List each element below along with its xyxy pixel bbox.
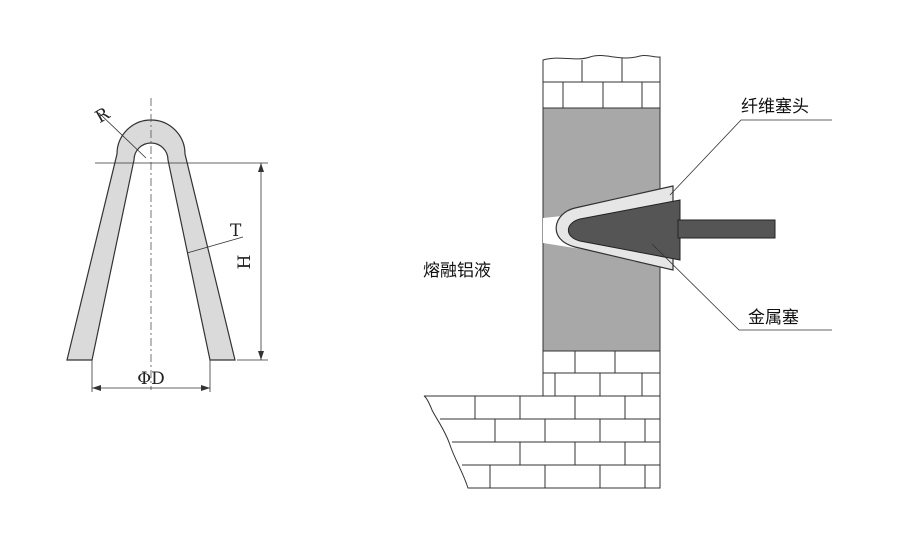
molten-aluminum-label: 熔融铝液	[423, 261, 491, 281]
furnace-installation-drawing: 纤维塞头 金属塞 熔融铝液	[423, 54, 832, 489]
radius-leader-line	[98, 112, 147, 159]
diameter-arrow-right	[201, 385, 210, 391]
plug-dimension-drawing: H R T ΦD	[66, 98, 268, 392]
thickness-leader-line	[186, 236, 244, 254]
thickness-label: T	[230, 221, 242, 241]
metal-plug-label: 金属塞	[748, 308, 799, 328]
lower-brick-base	[423, 350, 661, 489]
height-arrow-bottom	[258, 351, 264, 360]
fiber-plug-leader	[669, 119, 832, 196]
diameter-label: ΦD	[137, 369, 165, 389]
metal-plug-leader	[651, 243, 832, 331]
diameter-arrow-left	[92, 385, 101, 391]
upper-brick-column	[542, 54, 661, 109]
plug-head-body	[66, 119, 236, 361]
metal-plug	[567, 199, 681, 261]
height-arrow-top	[258, 163, 264, 172]
fiber-plug-head-label: 纤维塞头	[741, 97, 809, 117]
metal-plug-rod	[677, 219, 776, 239]
height-label: H	[235, 255, 255, 270]
